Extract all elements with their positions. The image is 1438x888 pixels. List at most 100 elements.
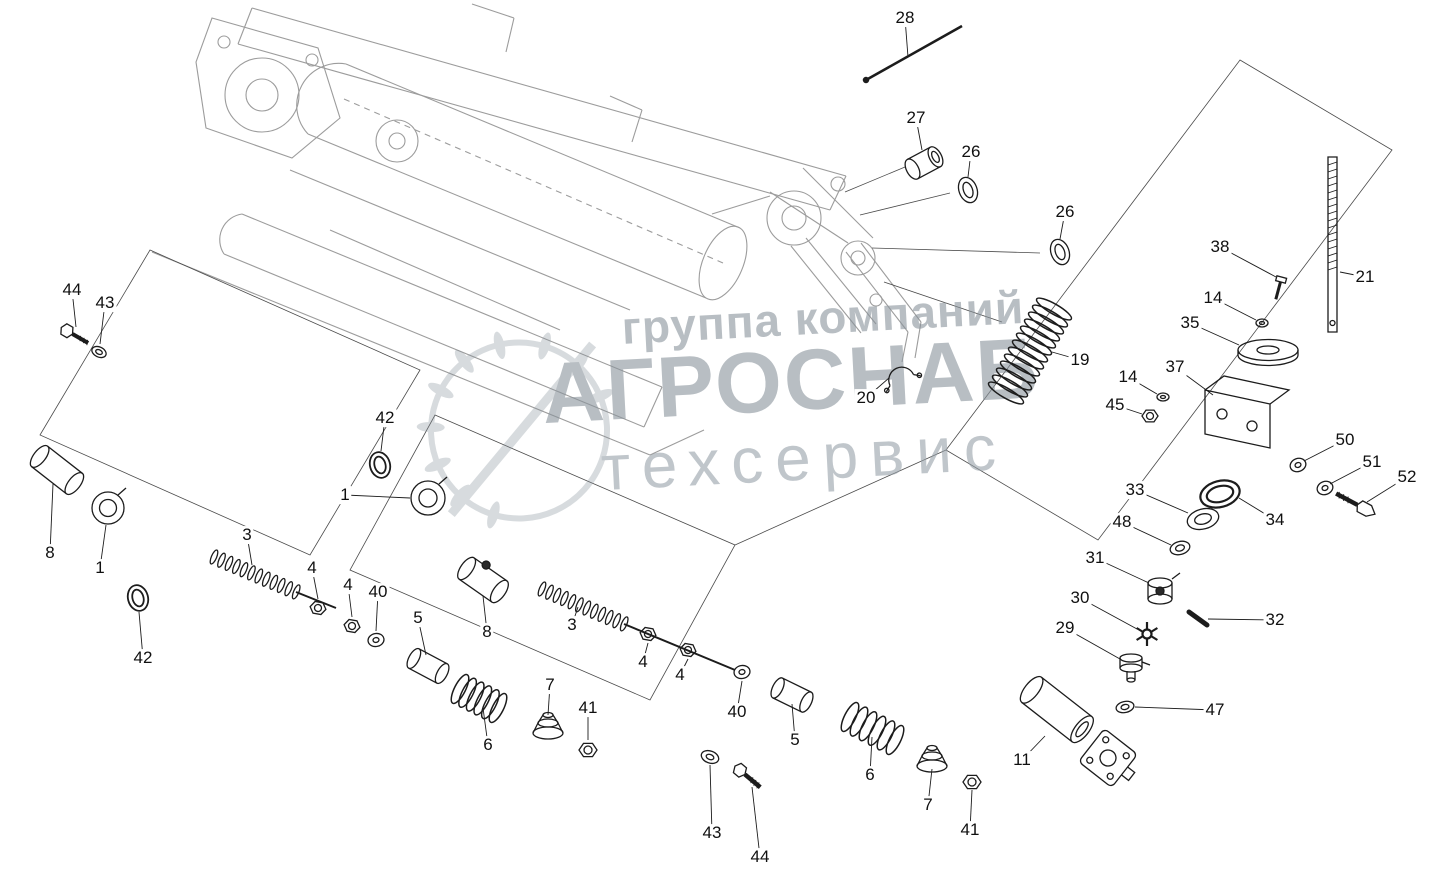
part-callout-43-49: 43 (700, 823, 724, 843)
part-callout-5-36: 5 (411, 608, 425, 628)
part-callout-4-40: 4 (673, 665, 687, 685)
part-52-bolt (1335, 491, 1376, 517)
part-38-bolt (1274, 275, 1288, 300)
part-6-spring (450, 673, 508, 724)
part-callout-32-21: 32 (1263, 610, 1287, 630)
construction-boxes (39, 59, 1393, 701)
part-callout-48-18: 48 (1110, 512, 1134, 532)
part-27-bushing (904, 146, 944, 180)
part-callout-45-12: 45 (1103, 395, 1127, 415)
part-callout-4-39: 4 (636, 652, 650, 672)
part-40-washer (733, 664, 751, 680)
part-callout-38-5: 38 (1208, 237, 1232, 257)
part-callout-1-31: 1 (338, 485, 352, 505)
part-callout-7-42: 7 (543, 675, 557, 695)
part-callout-8-27: 8 (43, 543, 57, 563)
part-33-washer (1186, 507, 1220, 531)
part-callout-5-45: 5 (788, 730, 802, 750)
part-7-grommet (532, 711, 564, 740)
leader-line-8-27 (49, 483, 54, 554)
part-callout-4-34: 4 (341, 575, 355, 595)
part-callout-44-50: 44 (748, 847, 772, 867)
part-5-spacer (770, 677, 814, 713)
part-callout-42-29: 42 (131, 648, 155, 668)
part-callout-41-48: 41 (958, 820, 982, 840)
part-callout-30-20: 30 (1068, 588, 1092, 608)
part-47-ring (1115, 700, 1135, 714)
part-4-nut (679, 642, 697, 658)
part-44-bolt (60, 323, 90, 346)
part-3-tie-rod-spring (537, 581, 736, 671)
part-14-washer (1255, 318, 1269, 328)
leader-line-47-23 (1134, 706, 1216, 711)
part-6-spring (840, 701, 905, 756)
part-4-nut (639, 626, 657, 642)
part-48-washer (1169, 540, 1191, 556)
part-callout-33-17: 33 (1123, 480, 1147, 500)
part-callout-50-13: 50 (1333, 430, 1357, 450)
part-callout-7-47: 7 (921, 795, 935, 815)
part-42-snap-ring (368, 451, 392, 479)
part-3-tie-rod-spring (209, 549, 337, 609)
part-43-washer (700, 749, 720, 765)
part-41-nut (578, 742, 598, 758)
part-callout-1-28: 1 (93, 558, 107, 578)
part-44-bolt (732, 762, 762, 790)
part-34-oring (1199, 479, 1241, 509)
part-21-threaded-rod (1327, 156, 1338, 333)
part-40-washer (367, 632, 385, 648)
part-callout-47-23: 47 (1203, 700, 1227, 720)
part-20-clamp (883, 366, 923, 394)
part-callout-11-24: 11 (1011, 750, 1033, 770)
machine-outline (151, 3, 922, 456)
part-callout-35-7: 35 (1178, 313, 1202, 333)
part-callout-6-46: 6 (863, 765, 877, 785)
part-26-ring (1049, 238, 1071, 266)
part-4-nut (309, 600, 327, 616)
part-callout-26-2: 26 (959, 142, 983, 162)
part-35-washer-disc (1237, 338, 1299, 367)
part-callout-31-19: 31 (1083, 548, 1107, 568)
part-32-pin (1186, 609, 1210, 628)
part-callout-44-25: 44 (60, 280, 84, 300)
part-31-fitting (1147, 572, 1181, 605)
part-callout-34-16: 34 (1263, 510, 1287, 530)
part-43-washer (91, 345, 107, 359)
part-30-star-wheel (1136, 622, 1158, 646)
leader-lines (49, 17, 1408, 858)
part-8-bushing (29, 444, 85, 496)
part-callout-14-6: 14 (1201, 288, 1225, 308)
part-callout-3-32: 3 (240, 525, 254, 545)
part-51-washer (1316, 480, 1334, 496)
leader-line-43-49 (709, 764, 713, 834)
part-42-snap-ring (126, 584, 150, 612)
part-callout-40-44: 40 (725, 702, 749, 722)
part-callout-27-1: 27 (904, 108, 928, 128)
part-callout-8-37: 8 (480, 622, 494, 642)
part-callout-4-33: 4 (305, 558, 319, 578)
part-29-fitting (1119, 653, 1151, 683)
part-callout-43-26: 43 (93, 293, 117, 313)
part-5-spacer (406, 647, 450, 685)
part-28-pin (862, 24, 963, 84)
part-19-spring (987, 297, 1073, 405)
part-callout-51-14: 51 (1360, 452, 1384, 472)
part-37-bracket (1204, 375, 1291, 449)
part-7-grommet (916, 744, 948, 773)
part-45-nut (1141, 409, 1159, 423)
part-callout-41-43: 41 (576, 698, 600, 718)
part-callout-26-3: 26 (1053, 202, 1077, 222)
part-callout-14-11: 14 (1116, 367, 1140, 387)
part-26-ring (957, 176, 979, 204)
part-11-valve-body (1019, 675, 1137, 787)
part-1-ring-link (410, 476, 448, 516)
part-callout-3-38: 3 (565, 615, 579, 635)
part-4-nut (343, 618, 361, 634)
part-callout-19-8: 19 (1068, 350, 1092, 370)
part-callout-20-9: 20 (854, 388, 878, 408)
part-14-nut (1156, 392, 1170, 402)
part-41-nut (962, 774, 982, 790)
